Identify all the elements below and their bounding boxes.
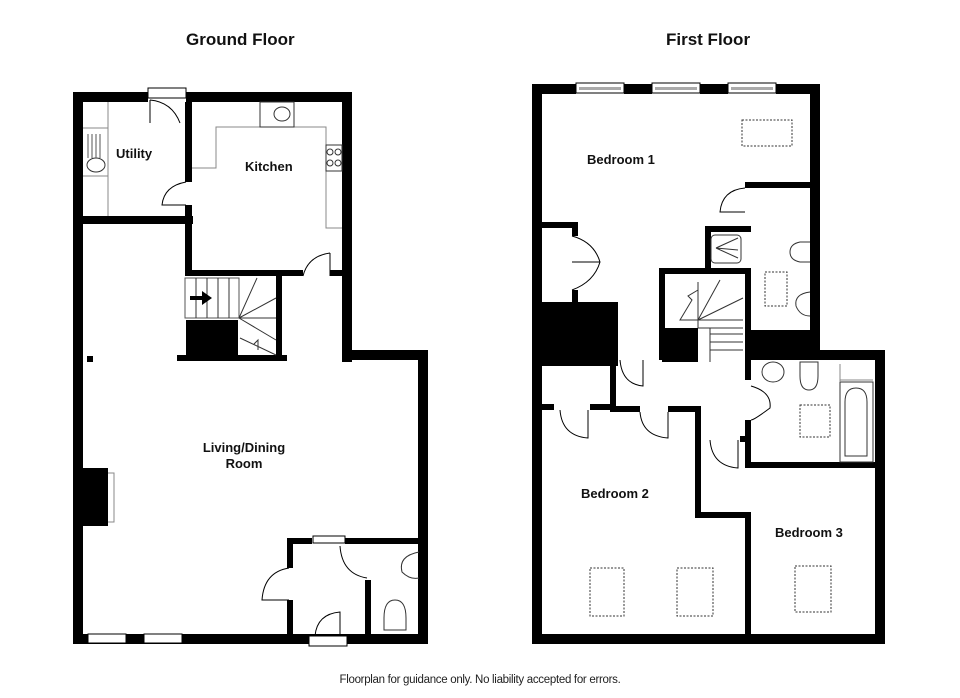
- room-label-bedroom-3: Bedroom 3: [775, 525, 843, 540]
- room-label-living-dining-line1: Living/Dining: [202, 440, 286, 455]
- room-label-utility: Utility: [116, 146, 153, 161]
- disclaimer-footer: Floorplan for guidance only. No liabilit…: [339, 674, 621, 686]
- first-floor-plan: [532, 84, 885, 644]
- room-label-living-dining-line2: Room: [225, 456, 263, 471]
- ground-floor-fixtures: [83, 101, 420, 631]
- room-label-kitchen: Kitchen: [245, 159, 293, 174]
- first-floor-title: First Floor: [666, 30, 751, 49]
- first-floor-window-glass: [579, 87, 773, 90]
- ground-floor-title: Ground Floor: [186, 30, 295, 49]
- first-floor-doors: [559, 187, 771, 469]
- first-floor-fixtures: [589, 119, 874, 617]
- ground-floor-plan: [73, 92, 428, 644]
- ground-floor-doors: [149, 99, 368, 637]
- room-label-living-dining: Living/Dining Room: [196, 440, 292, 472]
- room-label-bedroom-2: Bedroom 2: [581, 486, 649, 501]
- stair-direction-arrow-icon: [190, 291, 212, 305]
- room-label-bedroom-1: Bedroom 1: [587, 152, 655, 167]
- ground-floor-windows: [87, 87, 348, 647]
